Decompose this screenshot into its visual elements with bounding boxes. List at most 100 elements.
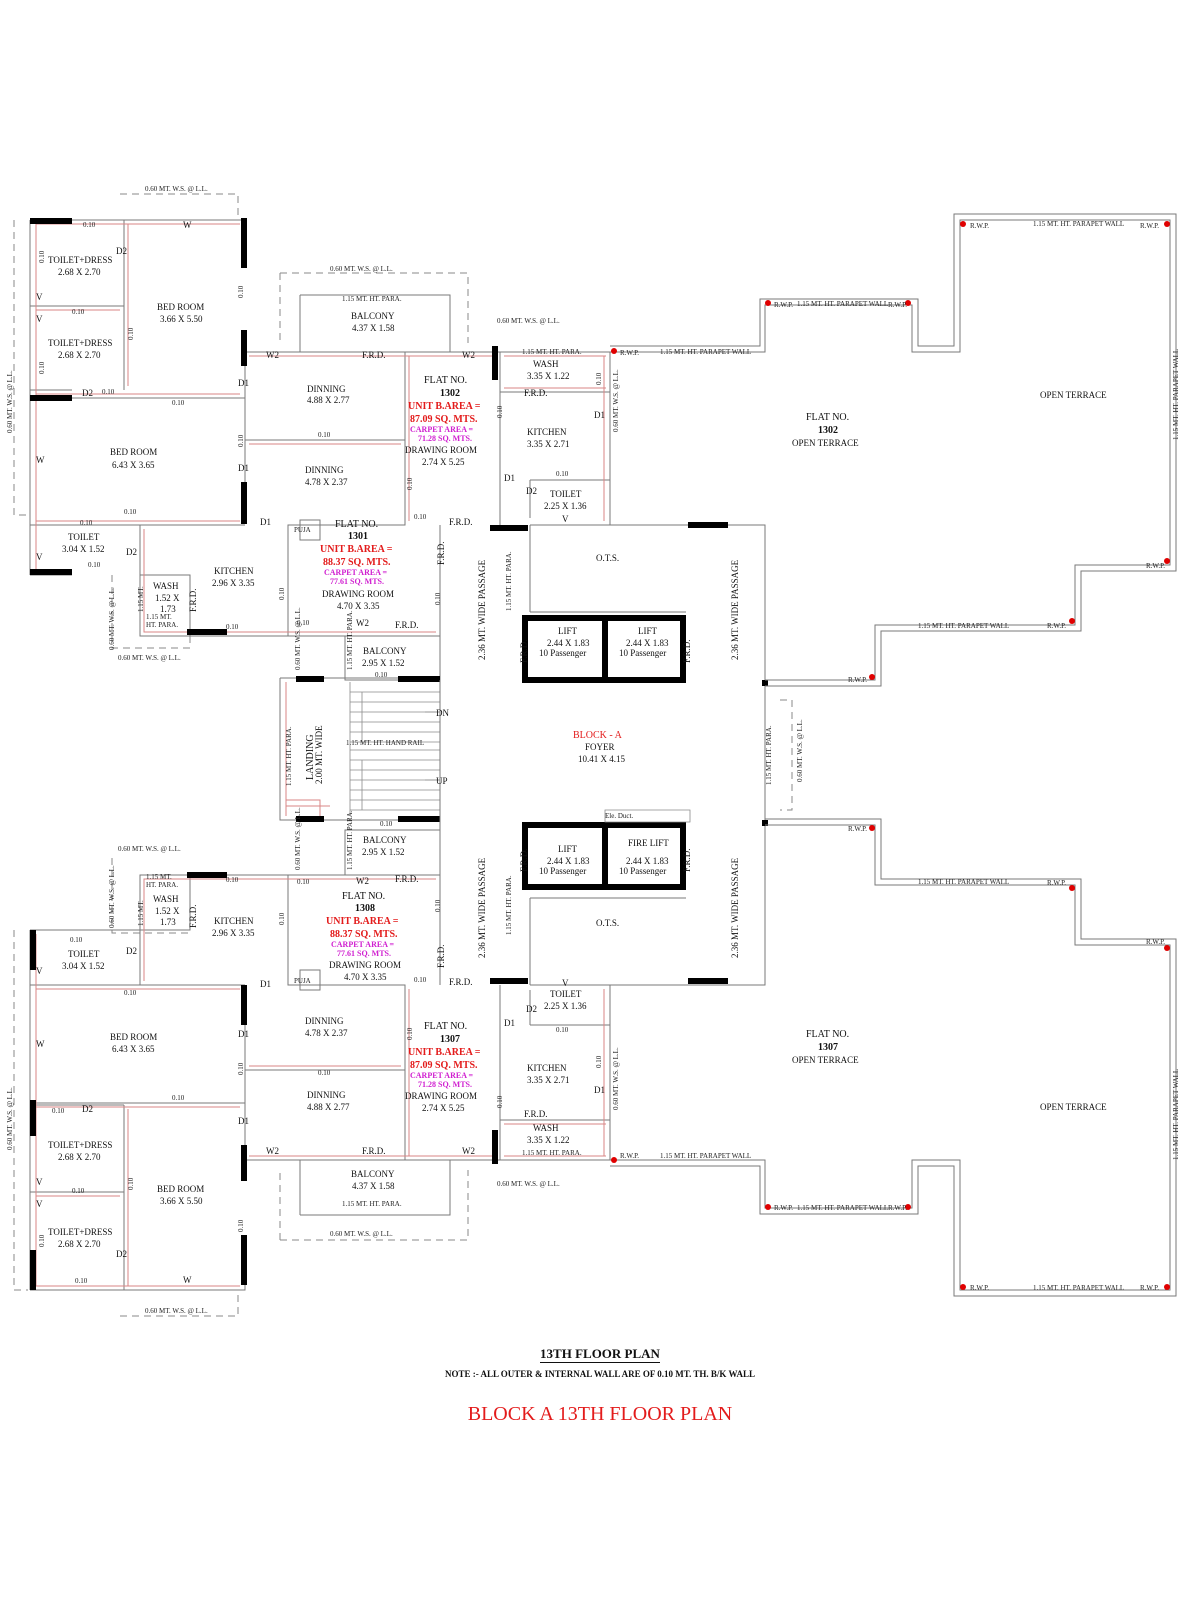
vent-tag: V	[562, 514, 569, 524]
room-size: 6.43 X 3.65	[112, 460, 155, 470]
lift-label: LIFT	[558, 844, 578, 854]
door-tag: D2	[526, 1004, 537, 1014]
vent-tag: V	[36, 552, 43, 562]
wall-note: 0.10	[278, 587, 286, 600]
room-size: 3.35 X 2.71	[527, 1075, 570, 1085]
room-size: 4.78 X 2.37	[305, 477, 348, 487]
terrace-label: OPEN TERRACE	[792, 1055, 859, 1065]
lift-size: 2.44 X 1.83	[547, 856, 590, 866]
door-tag: D2	[82, 1104, 93, 1114]
passage-label: 2.36 MT. WIDE PASSAGE	[477, 559, 487, 660]
passage-label: 2.36 MT. WIDE PASSAGE	[730, 559, 740, 660]
frd-tag: F.R.D.	[682, 639, 692, 663]
para-note: 1.15 MT. HT. PARA.	[505, 551, 513, 611]
upper-wing-structure	[13, 193, 766, 685]
room-size: 1.52 X	[155, 593, 180, 603]
frd-tag: F.R.D.	[395, 874, 419, 884]
frd-tag: F.R.D.	[519, 848, 529, 872]
room-label: BED ROOM	[157, 1184, 204, 1194]
room-size: 2.95 X 1.52	[362, 847, 405, 857]
lower-labels: 0.60 MT. W.S. @ L.L. 1.15 MT. HT. PARA. …	[36, 845, 605, 1315]
parapet-note: 1.15 MT. HT. PARAPET WALL	[797, 300, 888, 308]
wall-note: 0.10	[80, 519, 93, 527]
flat-no: FLAT NO.	[342, 891, 385, 902]
foyer-label: FOYER	[585, 742, 615, 752]
room-label: KITCHEN	[527, 1063, 567, 1073]
room-label: BED ROOM	[110, 447, 157, 457]
ws-note: 0.60 MT. W.S. @ L.L.	[118, 845, 181, 853]
para-note: 1.15 MT. HT. PARA.	[346, 810, 354, 870]
room-size: 3.66 X 5.50	[160, 314, 203, 324]
room-label: TOILET	[68, 532, 100, 542]
room-size: 4.70 X 3.35	[344, 972, 387, 982]
para-note: 1.15 MT. HT. PARA.	[342, 295, 402, 303]
wall-note: 0.10	[83, 221, 96, 229]
rwp-tag: R.W.P.	[620, 349, 639, 357]
room-label: DRAWING ROOM	[322, 589, 394, 599]
parapet-note: 1.15 MT. HT. PARAPET WALL	[1033, 220, 1124, 228]
room-size: 4.88 X 2.77	[307, 1102, 350, 1112]
wall-note: 0.10	[278, 912, 286, 925]
wall-note: 0.10	[172, 399, 185, 407]
unit-area: UNIT B.AREA =	[408, 401, 481, 412]
lift-capacity: 10 Passenger	[539, 866, 586, 876]
room-size: 1.73	[160, 604, 176, 614]
wall-note: 0.10	[72, 308, 85, 316]
room-label: WASH	[153, 894, 179, 904]
parapet-note: 1.15 MT. HT. PARAPET WALL	[918, 878, 1009, 886]
door-tag: D1	[238, 378, 249, 388]
frd-tag: F.R.D.	[436, 944, 446, 968]
ws-note: 0.60 MT. W.S. @ L.L.	[796, 719, 804, 782]
lift-size: 2.44 X 1.83	[626, 856, 669, 866]
ws-note: 0.60 MT. W.S. @ L.L.	[108, 587, 116, 650]
door-tag: D2	[126, 547, 137, 557]
room-size: 4.37 X 1.58	[352, 1181, 395, 1191]
door-tag: D2	[526, 486, 537, 496]
room-size: 4.88 X 2.77	[307, 395, 350, 405]
lift-capacity: 10 Passenger	[619, 648, 666, 658]
terrace-flat-no: FLAT NO.	[806, 1029, 849, 1040]
window-tag: W2	[462, 1146, 475, 1156]
para-note: 1.15 MT. HT. PARA.	[285, 726, 293, 786]
room-label: KITCHEN	[214, 916, 254, 926]
room-label: WASH	[533, 359, 559, 369]
terrace-labels: R.W.P. 1.15 MT. HT. PARAPET WALL R.W.P. …	[620, 220, 1165, 1292]
wall-note: 0.10	[226, 623, 239, 631]
flat-no: FLAT NO.	[424, 1021, 467, 1032]
door-tag: D1	[260, 979, 271, 989]
carpet-area: CARPET AREA =	[324, 568, 388, 577]
wall-note: 0.10	[434, 592, 442, 605]
room-label: TOILET+DRESS	[48, 255, 112, 265]
flat-number: 1301	[348, 531, 368, 542]
room-size: 2.68 X 2.70	[58, 267, 101, 277]
room-label: O.T.S.	[596, 553, 619, 563]
room-size: 4.37 X 1.58	[352, 323, 395, 333]
room-label: DRAWING ROOM	[405, 445, 477, 455]
ws-note: 0.60 MT. W.S. @ L.L.	[612, 369, 620, 432]
unit-area: UNIT B.AREA =	[408, 1047, 481, 1058]
frd-tag: F.R.D.	[524, 1109, 548, 1119]
room-label: WASH	[153, 581, 179, 591]
terrace-structure	[610, 213, 1177, 1297]
rwp-tag: R.W.P.	[1140, 222, 1159, 230]
door-tag: D2	[82, 388, 93, 398]
wall-note: 0.10	[172, 1094, 185, 1102]
room-size: 2.96 X 3.35	[212, 928, 255, 938]
wall-note: 0.10	[556, 470, 569, 478]
room-label: WASH	[533, 1123, 559, 1133]
room-size: 2.95 X 1.52	[362, 658, 405, 668]
wall-note: 0.10	[406, 477, 414, 490]
parapet-note: 1.15 MT. HT. PARAPET WALL	[660, 1152, 751, 1160]
terrace-label: OPEN TERRACE	[792, 438, 859, 448]
wall-note: 0.10	[127, 1177, 135, 1190]
ws-note: 0.60 MT. W.S. @ L.L.	[145, 185, 208, 193]
flat-number: 1302	[440, 388, 460, 399]
room-size: 4.70 X 3.35	[337, 601, 380, 611]
wall-note: 0.10	[595, 372, 603, 385]
door-tag: D1	[238, 1116, 249, 1126]
wall-note: 0.10	[38, 250, 46, 263]
rail-note: 1.15 MT. HT. HAND RAIL	[346, 739, 424, 747]
room-size: 2.25 X 1.36	[544, 501, 587, 511]
room-label: BALCONY	[351, 311, 395, 321]
wall-note: 0.10	[70, 936, 83, 944]
